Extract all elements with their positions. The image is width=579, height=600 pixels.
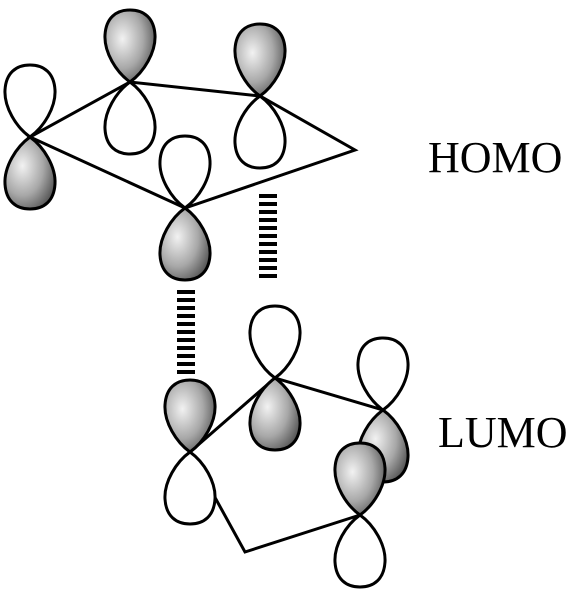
homo-p-orbital-3 (233, 22, 287, 170)
lumo-label: LUMO (438, 408, 568, 457)
lumo-p-orbital-2 (248, 304, 302, 452)
lobe-bottom-empty (333, 513, 387, 589)
lumo-fragment (163, 304, 410, 589)
homo-fragment (3, 8, 359, 282)
lobe-top-shaded (333, 441, 387, 517)
overlap-line-left (177, 290, 195, 374)
lobe-top-shaded (233, 22, 287, 98)
lobe-top-shaded (163, 378, 217, 454)
homo-ring-bonds (26, 80, 359, 210)
orbital-overlap-lines (177, 194, 277, 374)
homo-p-orbital-2 (103, 8, 157, 156)
lobe-top-shaded (103, 8, 157, 84)
lobe-top-empty (248, 304, 302, 380)
homo-p-orbital-1 (3, 63, 57, 211)
overlap-line-right (259, 194, 277, 278)
homo-label: HOMO (428, 133, 562, 182)
lobe-bottom-shaded (248, 376, 302, 452)
lobe-top-empty (356, 336, 410, 412)
lobe-bottom-empty (103, 80, 157, 156)
lumo-p-orbital-1 (163, 378, 217, 526)
lobe-bottom-shaded (3, 135, 57, 211)
lobe-bottom-shaded (158, 206, 212, 282)
lumo-p-orbital-4 (333, 441, 387, 589)
lobe-bottom-empty (163, 450, 217, 526)
lobe-top-empty (3, 63, 57, 139)
lobe-top-empty (158, 134, 212, 210)
homo-p-orbital-4 (158, 134, 212, 282)
lobe-bottom-empty (233, 94, 287, 170)
